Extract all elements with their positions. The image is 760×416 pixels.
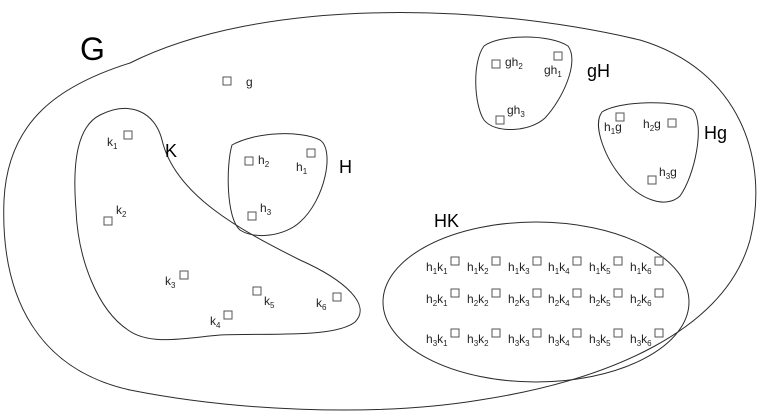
- element-g: g: [222, 75, 253, 89]
- svg-text:h3k5: h3k5: [589, 332, 611, 348]
- hk-product-h2-k4: h2k4: [548, 288, 582, 308]
- svg-text:h1k6: h1k6: [630, 260, 652, 276]
- svg-text:h3k3: h3k3: [508, 332, 530, 348]
- hk-product-h3-k2: h3k2: [467, 328, 501, 348]
- hk-product-h1-k2: h1k2: [467, 256, 501, 276]
- element-k1: k1: [107, 130, 133, 151]
- element-gh3: gh3: [495, 103, 525, 125]
- hk-product-h1-k1: h1k1: [426, 256, 460, 276]
- svg-text:k4: k4: [210, 314, 221, 330]
- set-K-outline: [74, 107, 361, 341]
- svg-text:h1k1: h1k1: [426, 260, 448, 276]
- hk-product-h1-k4: h1k4: [548, 256, 582, 276]
- hk-products-grid: h1k1 h1k2 h1k3 h1k4 h1k5 h1k6 h2k1 h2k2 h2k3 h2k4…: [426, 256, 664, 348]
- set-H-label: H: [339, 157, 352, 177]
- svg-text:k5: k5: [264, 294, 275, 310]
- svg-text:g: g: [246, 75, 253, 89]
- svg-text:h2k3: h2k3: [508, 292, 530, 308]
- hk-product-h3-k6: h3k6: [630, 328, 664, 348]
- hk-product-h1-k3: h1k3: [508, 256, 542, 276]
- hk-product-h3-k4: h3k4: [548, 328, 582, 348]
- svg-text:h3: h3: [260, 201, 272, 217]
- element-h3: h3: [247, 201, 272, 221]
- svg-text:h3k4: h3k4: [548, 332, 570, 348]
- set-Hg-label: Hg: [704, 123, 727, 143]
- set-Hg-outline: [598, 102, 699, 203]
- set-HK-outline: [382, 221, 690, 383]
- hk-product-h2-k6: h2k6: [630, 288, 664, 308]
- svg-text:gh3: gh3: [507, 103, 525, 119]
- svg-text:h3k1: h3k1: [426, 332, 448, 348]
- set-HK-label: HK: [434, 211, 459, 231]
- element-h2: h2: [244, 153, 270, 169]
- set-gH-label: gH: [587, 61, 610, 81]
- hk-product-h2-k1: h2k1: [426, 288, 460, 308]
- svg-text:h3k2: h3k2: [467, 332, 489, 348]
- hk-product-h3-k5: h3k5: [589, 328, 623, 348]
- svg-text:k1: k1: [107, 135, 118, 151]
- svg-text:k2: k2: [116, 203, 127, 219]
- element-gh1: gh1: [544, 51, 563, 79]
- element-h1g: h1g: [604, 112, 625, 136]
- svg-text:h2k1: h2k1: [426, 292, 448, 308]
- svg-text:k3: k3: [165, 274, 176, 290]
- svg-text:k6: k6: [316, 296, 327, 312]
- svg-text:h1k5: h1k5: [589, 260, 611, 276]
- element-k3: k3: [165, 270, 189, 290]
- element-k5: k5: [252, 286, 275, 310]
- svg-text:gh1: gh1: [544, 63, 562, 79]
- svg-text:gh2: gh2: [505, 55, 523, 71]
- set-G-label: G: [80, 31, 105, 67]
- element-k6: k6: [316, 292, 342, 312]
- set-H-outline: [227, 133, 328, 236]
- svg-text:h1k2: h1k2: [467, 260, 489, 276]
- hk-product-h2-k5: h2k5: [589, 288, 623, 308]
- svg-text:h2k2: h2k2: [467, 292, 489, 308]
- hk-product-h1-k6: h1k6: [630, 256, 664, 276]
- svg-text:h1k3: h1k3: [508, 260, 530, 276]
- hk-product-h3-k3: h3k3: [508, 328, 542, 348]
- hk-product-h2-k2: h2k2: [467, 288, 501, 308]
- svg-text:h3g: h3g: [659, 165, 677, 181]
- set-gH-outline: [475, 36, 573, 131]
- element-k2: k2: [103, 203, 127, 226]
- svg-text:h3k6: h3k6: [630, 332, 652, 348]
- element-h1: h1: [296, 148, 316, 176]
- svg-text:h1: h1: [296, 160, 308, 176]
- svg-text:h1k4: h1k4: [548, 260, 570, 276]
- svg-text:h2k4: h2k4: [548, 292, 570, 308]
- element-h2g: h2g: [643, 117, 677, 133]
- hk-product-h3-k1: h3k1: [426, 328, 460, 348]
- element-gh2: gh2: [491, 55, 523, 71]
- set-K-label: K: [165, 141, 177, 161]
- svg-text:h2g: h2g: [643, 117, 661, 133]
- svg-text:h2k5: h2k5: [589, 292, 611, 308]
- svg-text:h2k6: h2k6: [630, 292, 652, 308]
- element-k4: k4: [210, 310, 233, 330]
- element-h3g: h3g: [647, 165, 677, 185]
- hk-product-h1-k5: h1k5: [589, 256, 623, 276]
- hk-product-h2-k3: h2k3: [508, 288, 542, 308]
- set-G-outline: [3, 12, 757, 411]
- svg-text:h1g: h1g: [604, 120, 622, 136]
- svg-text:h2: h2: [258, 153, 270, 169]
